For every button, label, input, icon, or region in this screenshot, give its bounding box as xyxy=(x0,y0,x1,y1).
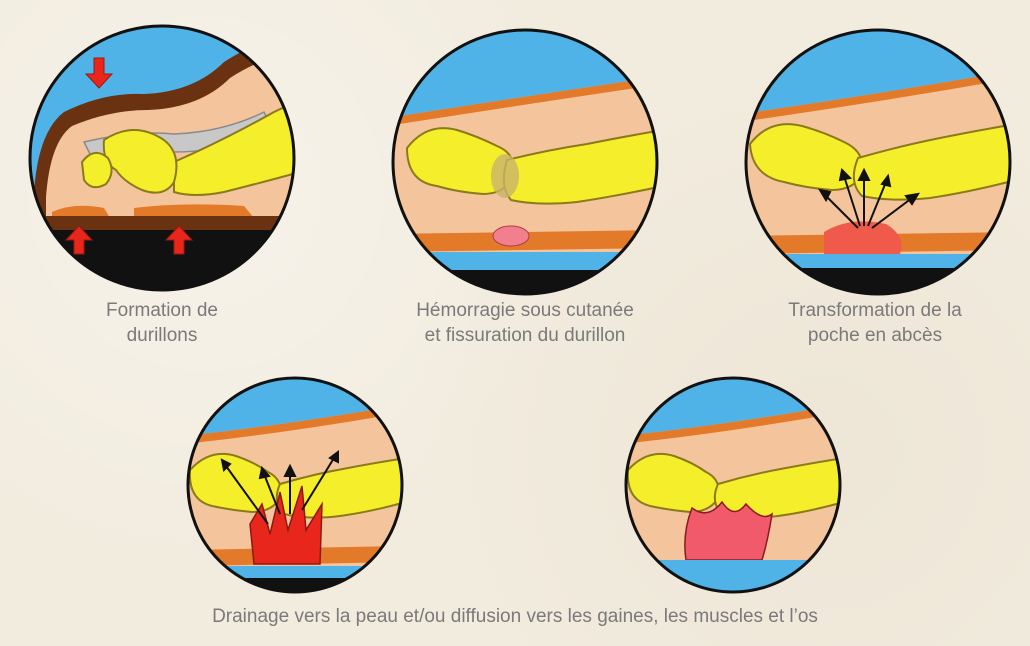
panel-formation-durillons xyxy=(24,22,300,294)
callus-right xyxy=(134,204,254,218)
caption-formation-durillons: Formation de durillons xyxy=(52,298,272,348)
plantar-dermis xyxy=(24,216,300,230)
panel-diffusion xyxy=(622,374,844,596)
bone-sesamoid xyxy=(82,153,112,187)
hemorrhage xyxy=(493,226,529,246)
caption-abces: Transformation de la poche en abcès xyxy=(730,298,1020,348)
caption-drainage-diffusion: Drainage vers la peau et/ou diffusion ve… xyxy=(60,604,970,629)
ground xyxy=(24,230,300,294)
panel-abces xyxy=(740,26,1016,298)
joint-capsule xyxy=(491,154,519,198)
caption-hemorragie: Hémorragie sous cutanée et fissuration d… xyxy=(355,298,695,348)
panel-drainage xyxy=(184,374,406,596)
panel-hemorragie xyxy=(387,26,663,298)
